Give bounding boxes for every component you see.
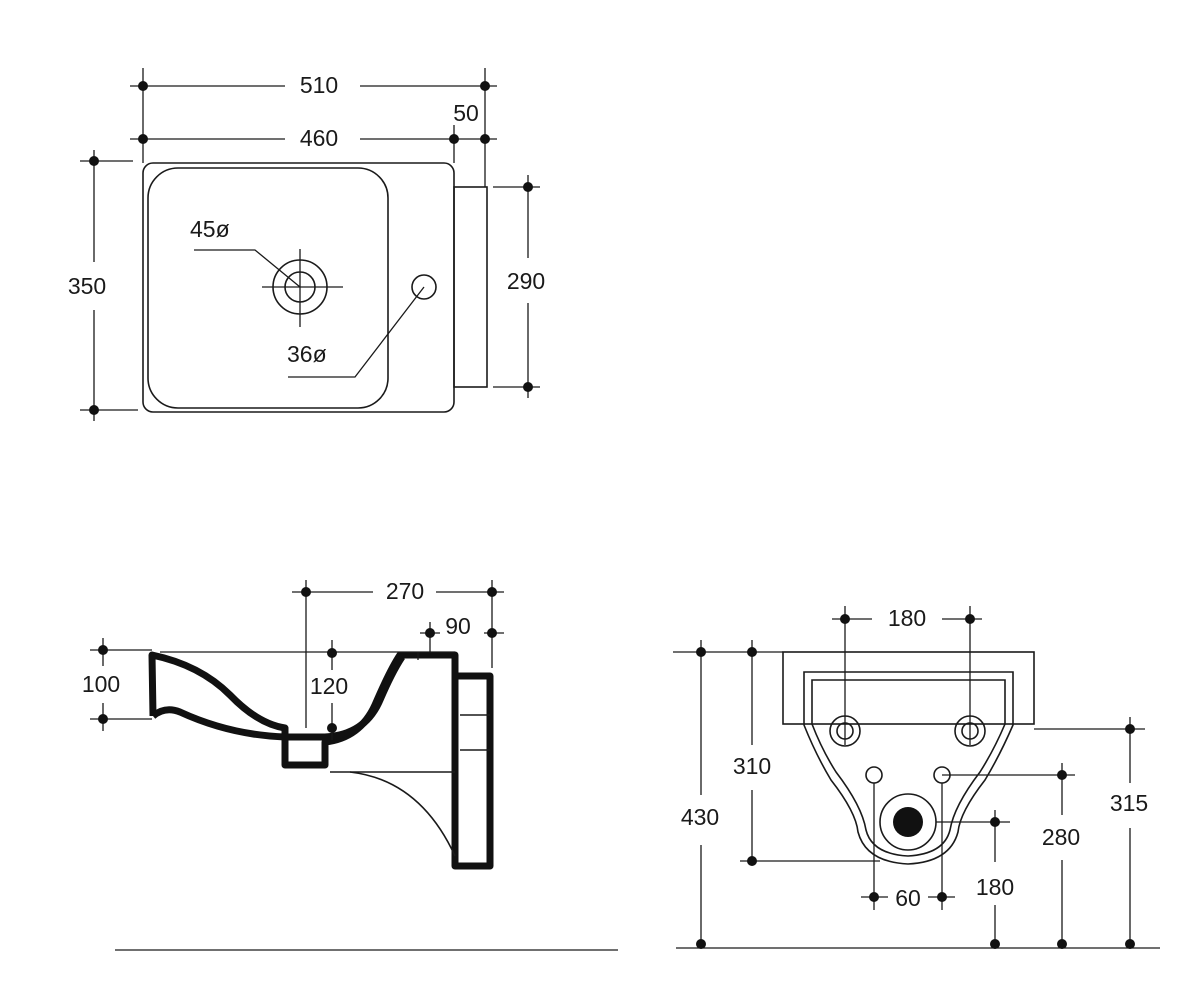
label-tap-hole-diameter: 36ø [287, 341, 327, 367]
lower-fix-left [865, 766, 883, 784]
dim-430: 430 [681, 804, 719, 830]
back-view: 180 430 310 315 280 180 60 [673, 605, 1160, 949]
dim-60: 60 [895, 885, 921, 911]
dim-180-fixing: 180 [888, 605, 926, 631]
bracket-inner [811, 679, 1006, 857]
tap-hole-leader [288, 286, 425, 378]
bracket-curve [349, 771, 456, 857]
dim-50: 50 [453, 100, 479, 126]
tap-hole [411, 274, 437, 300]
bracket-outer [803, 671, 1014, 865]
top-view: 510 460 50 350 290 45ø 36ø [68, 68, 545, 421]
dim-510: 510 [300, 72, 338, 98]
dim-315: 315 [1110, 790, 1148, 816]
dim-460: 460 [300, 125, 338, 151]
dim-120: 120 [310, 673, 348, 699]
drain-leader [194, 249, 301, 288]
dim-280: 280 [1042, 824, 1080, 850]
side-view: 270 90 100 120 [82, 578, 618, 951]
back-panel [453, 186, 488, 388]
dim-100: 100 [82, 671, 120, 697]
dim-290: 290 [507, 268, 545, 294]
drain-symbol [262, 249, 343, 327]
basin-inner-profile [150, 655, 405, 741]
dim-180-drain: 180 [976, 874, 1014, 900]
dim-310: 310 [733, 753, 771, 779]
dim-270: 270 [386, 578, 424, 604]
basin-rim [782, 651, 1035, 725]
dim-90: 90 [445, 613, 471, 639]
basin-bowl [147, 167, 389, 409]
label-drain-diameter: 45ø [190, 216, 230, 242]
drain-outlet [893, 807, 923, 837]
dim-350: 350 [68, 273, 106, 299]
